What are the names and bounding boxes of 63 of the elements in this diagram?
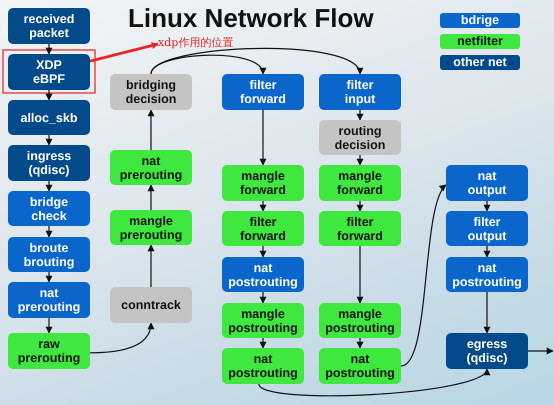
- annotation-text: xdp作用的位置: [158, 35, 234, 50]
- process-box: conntrack: [110, 287, 192, 323]
- arrow: [528, 348, 554, 354]
- arrow: [260, 110, 266, 166]
- arrow: [260, 292, 266, 304]
- arrow: [484, 292, 490, 334]
- arrow: [46, 135, 52, 146]
- process-box: broute brouting: [8, 237, 90, 272]
- process-box: bridging decision: [110, 74, 192, 110]
- legend-label: bdrige: [460, 13, 500, 27]
- arrow: [356, 246, 364, 304]
- arrow: [484, 201, 490, 212]
- arrow: [258, 368, 488, 396]
- arrow: [260, 338, 266, 349]
- process-box: mangle postrouting: [319, 303, 401, 338]
- process-box: raw prerouting: [8, 333, 90, 369]
- process-box: filter output: [446, 211, 528, 246]
- title: Linux Network Flow: [128, 3, 374, 34]
- arrow: [356, 110, 364, 121]
- process-box: nat prerouting: [110, 150, 192, 185]
- process-box: XDP eBPF: [8, 54, 90, 90]
- arrow: [46, 272, 52, 283]
- arrow: [148, 244, 154, 287]
- process-box: nat postrouting: [319, 348, 401, 384]
- process-box: filter input: [319, 74, 401, 110]
- arrow: [46, 318, 52, 334]
- process-box: filter forward: [222, 211, 304, 246]
- arrow: [148, 109, 154, 150]
- arrow: [46, 181, 52, 192]
- process-box: filter forward: [222, 74, 304, 110]
- arrow: [356, 338, 364, 349]
- process-box: mangle forward: [319, 165, 401, 201]
- annotation-arrow: [90, 42, 159, 63]
- arrow: [150, 48, 361, 75]
- process-box: bridge check: [8, 191, 90, 226]
- process-box: received packet: [8, 8, 90, 44]
- arrow: [356, 155, 364, 166]
- process-box: nat postrouting: [446, 257, 528, 292]
- legend-label: other net: [453, 55, 507, 69]
- arrow: [400, 184, 446, 367]
- process-box: alloc_skb: [8, 100, 90, 135]
- legend-label: netfilter: [457, 34, 503, 48]
- process-box: routing decision: [319, 120, 401, 155]
- arrow: [148, 184, 154, 210]
- process-box: nat output: [446, 165, 528, 201]
- process-box: egress (qdisc): [446, 333, 528, 369]
- process-box: mangle postrouting: [222, 303, 304, 338]
- arrow: [46, 90, 52, 101]
- arrow: [356, 201, 364, 212]
- arrow: [484, 246, 490, 258]
- process-box: nat postrouting: [222, 348, 304, 384]
- process-box: nat prerouting: [8, 282, 90, 318]
- process-box: ingress (qdisc): [8, 145, 90, 181]
- process-box: mangle forward: [222, 165, 304, 201]
- process-box: mangle prerouting: [110, 210, 192, 245]
- arrow: [90, 322, 154, 354]
- arrow: [46, 44, 52, 55]
- process-box: filter forward: [319, 211, 401, 246]
- arrow: [260, 201, 266, 212]
- process-box: nat postrouting: [222, 257, 304, 292]
- arrow: [150, 54, 264, 75]
- arrow: [260, 246, 266, 258]
- arrow: [46, 226, 52, 238]
